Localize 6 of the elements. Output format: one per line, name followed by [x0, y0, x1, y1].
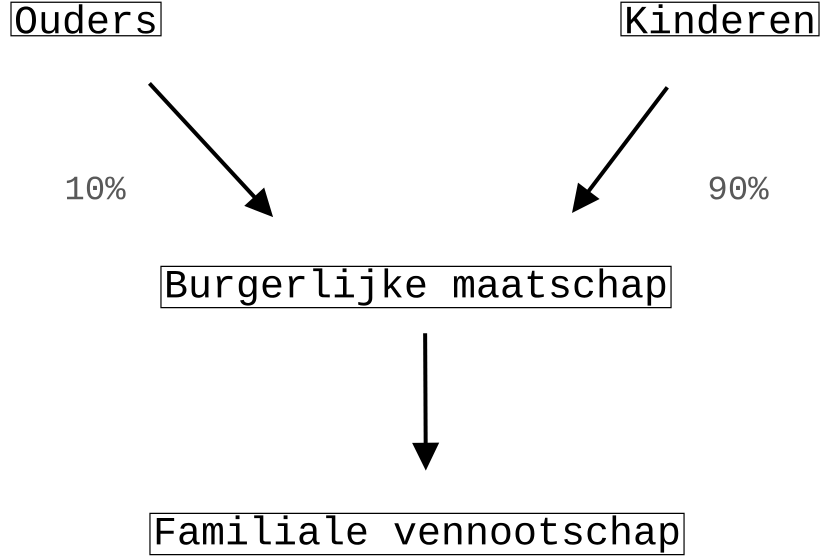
name-box: Burgerlijke maatschap — [160, 266, 672, 308]
percentage-label: 90% — [710, 176, 769, 200]
percentage-label: 10% — [66, 176, 126, 200]
name-box: Kinderen — [620, 2, 820, 36]
name-box: Familiale vennootschap — [149, 512, 685, 556]
name-box: Ouders — [10, 2, 162, 36]
